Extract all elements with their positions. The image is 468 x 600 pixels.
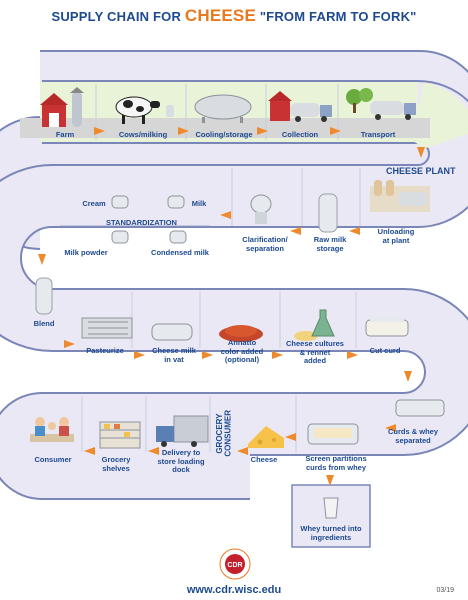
arrow-unloading-raw [349, 227, 360, 235]
label-condensed-milk: Condensed milk [151, 248, 209, 257]
label-delivery: Delivery to store loading dock [157, 448, 205, 475]
arrow-pasteurize-vat [134, 351, 145, 359]
milk-tank-icon [167, 195, 185, 209]
label-pasteurize: Pasteurize [86, 346, 124, 355]
label-milk: Milk [191, 199, 207, 208]
cow-icon [115, 96, 174, 124]
label-cheese: Cheese [250, 455, 278, 464]
arrow-raw-clarification [290, 227, 301, 235]
label-consumer: Consumer [34, 455, 72, 464]
grocery-shelves-icon [99, 421, 141, 449]
cooling-tank-icon [194, 94, 252, 123]
label-milk-powder: Milk powder [64, 248, 108, 257]
annatto-seeds-icon [219, 325, 263, 342]
plant-unloading-icon [370, 180, 430, 212]
page-title: SUPPLY CHAIN FOR CHEESE "FROM FARM TO FO… [0, 6, 468, 26]
label-cooling-storage: Cooling/storage [195, 130, 253, 139]
arrow-screen-whey [326, 475, 334, 486]
cdr-logo: CDR [219, 548, 251, 580]
arrow-screen-cheese [285, 433, 296, 441]
label-clarification: Clarification/ separation [242, 235, 288, 253]
arrow-cooling-collection [257, 127, 268, 135]
condensed-milk-tank-icon [169, 230, 187, 244]
label-whey: Whey turned into ingredients [300, 524, 362, 542]
separator-icon [250, 194, 272, 224]
label-grocery-consumer: GROCERY CONSUMER [215, 410, 233, 457]
label-standardization: STANDARDIZATION [106, 218, 177, 227]
raw-milk-silo-icon [318, 193, 338, 233]
title-prefix: SUPPLY CHAIN FOR [51, 9, 182, 24]
arrow-shelves-consumer [84, 447, 95, 455]
label-cheese-milk-vat: Cheese milk in vat [152, 346, 196, 364]
transport-truck-icon [346, 88, 416, 120]
barn-icon [40, 87, 84, 127]
curds-whey-vat-icon [395, 399, 445, 417]
label-farm: Farm [55, 130, 75, 139]
label-collection: Collection [281, 130, 319, 139]
cultures-rennet-icon [294, 309, 335, 341]
arrow-vat-annatto [202, 351, 213, 359]
label-curds-whey: Curds & whey separated [387, 427, 438, 445]
label-unloading: Unloading at plant [377, 227, 415, 245]
screen-partition-icon [307, 423, 359, 445]
title-suffix: "FROM FARM TO FORK" [259, 9, 417, 24]
arrow-blend-pasteurize [64, 340, 75, 348]
label-raw-milk-storage: Raw milk storage [313, 235, 347, 253]
label-blend: Blend [33, 319, 55, 328]
label-grocery-shelves: Grocery shelves [101, 455, 131, 473]
arrow-cheese-delivery [237, 447, 248, 455]
label-cream: Cream [82, 199, 106, 208]
arrow-annatto-cultures [272, 351, 283, 359]
arrow-clarification-std [220, 211, 231, 219]
arrow-cut-curds [404, 371, 412, 382]
cdr-logo-text: CDR [227, 562, 242, 569]
cut-curd-vat-icon [365, 316, 409, 337]
label-cut-curd: Cut curd [369, 346, 401, 355]
cream-tank-icon [111, 195, 129, 209]
label-cows-milking: Cows/milking [118, 130, 168, 139]
milk-powder-tank-icon [111, 230, 129, 244]
title-highlight: CHEESE [184, 6, 256, 25]
whey-glass-icon [323, 497, 339, 519]
footer-date: 03/19 [436, 587, 454, 594]
arrow-cows-cooling [178, 127, 189, 135]
pasteurizer-icon [81, 317, 133, 339]
arrow-delivery-shelves [148, 447, 159, 455]
label-cheese-plant: CHEESE PLANT [386, 166, 456, 176]
arrow-transport-plant [417, 147, 425, 158]
consumer-family-icon [30, 417, 74, 442]
cheese-vat-icon [151, 323, 193, 341]
cheese-icon [248, 426, 284, 448]
label-screen-partitions: Screen partitions curds from whey [305, 454, 367, 472]
label-transport: Transport [360, 130, 396, 139]
arrow-collection-transport [330, 127, 341, 135]
blend-silo-icon [35, 277, 53, 315]
arrow-curds-screen [385, 424, 396, 432]
footer-url[interactable]: www.cdr.wisc.edu [186, 584, 282, 596]
label-annatto: Annatto color added (optional) [220, 338, 264, 365]
label-cultures-rennet: Cheese cultures & rennet added [286, 339, 344, 366]
arrow-cultures-cut [347, 351, 358, 359]
arrow-farm-cows [94, 127, 105, 135]
arrow-std-blend [38, 254, 46, 265]
delivery-truck-icon [156, 415, 209, 447]
collection-truck-icon [268, 91, 332, 122]
